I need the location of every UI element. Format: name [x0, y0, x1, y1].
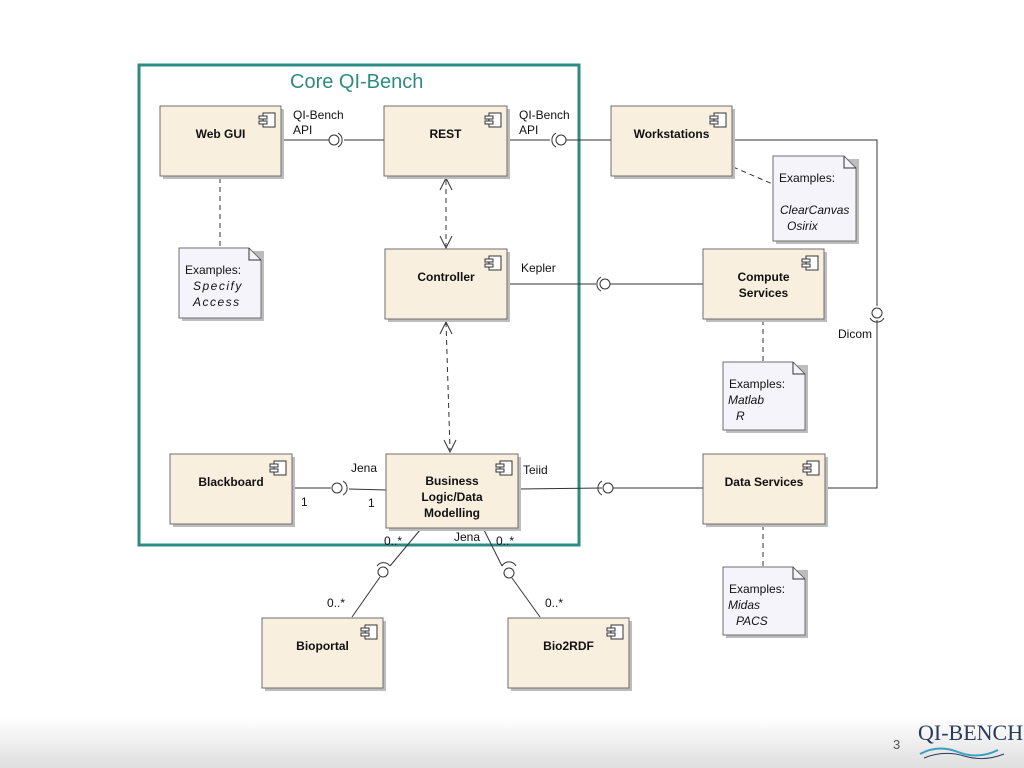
core-qibench-frame [137, 63, 581, 547]
qibench-api-label-2-line2: API [519, 123, 538, 137]
component-icon [360, 624, 378, 640]
webgui-rest-connection [281, 132, 384, 148]
mult-bioportal-bottom: 0..* [327, 596, 345, 610]
component-label: Modelling [424, 506, 480, 520]
kepler-label: Kepler [521, 261, 556, 275]
component-icon [801, 255, 819, 271]
component-label: Bioportal [296, 639, 349, 653]
bioportal-component: Bioportal [261, 617, 386, 691]
architecture-diagram: Core QI-Bench QI-Bench API QI-Bench API … [137, 63, 885, 691]
component-icon [258, 112, 276, 128]
mult-bio2rdf-top: 0..* [496, 534, 514, 548]
logo-wave-icon [919, 747, 1005, 760]
page-number: 3 [893, 737, 901, 752]
component-label: Bio2RDF [543, 639, 594, 653]
note-title: Examples: [729, 377, 785, 391]
component-label: Web GUI [196, 127, 246, 141]
component-label: Controller [417, 270, 475, 284]
mult-bioportal-top: 0..* [384, 534, 402, 548]
component-icon [709, 112, 727, 128]
controller-compute-connection [508, 276, 703, 292]
note-item: Osirix [787, 219, 819, 233]
component-label: Logic/Data [421, 490, 483, 504]
dicom-label: Dicom [838, 327, 872, 341]
controller-component: Controller [384, 248, 510, 322]
component-icon [269, 460, 287, 476]
footer-band [0, 718, 1024, 768]
note-item: ClearCanvas [780, 203, 849, 217]
note-item: Matlab [728, 393, 764, 407]
note-item: R [736, 409, 745, 423]
note-item: Midas [728, 598, 760, 612]
note-title: Examples: [779, 171, 835, 185]
rest-controller-dependency [439, 176, 453, 250]
component-label: Blackboard [198, 475, 263, 489]
controller-business-dependency [439, 320, 457, 454]
qibench-logo: QI-BENCH [918, 720, 1024, 764]
mult-business: 1 [368, 496, 375, 510]
business-bio2rdf-connection [483, 529, 541, 618]
qibench-api-label-2-line1: QI-Bench [519, 108, 570, 122]
business-bioportal-connection [351, 529, 421, 618]
teiid-label: Teiid [523, 463, 548, 477]
workstations-note-anchor [732, 166, 776, 186]
business-data-connection [518, 480, 703, 496]
component-label: REST [429, 127, 462, 141]
core-title: Core QI-Bench [290, 71, 423, 93]
note-item: Specify [193, 279, 243, 293]
component-label: Data Services [725, 475, 804, 489]
logo-text: QI-BENCH [918, 720, 1024, 745]
note-item: Access [192, 295, 241, 309]
jena-left-label: Jena [351, 461, 377, 475]
workstations-component: Workstations [610, 105, 735, 179]
rest-component: REST [383, 105, 510, 179]
component-icon [484, 255, 502, 271]
component-label: Workstations [634, 127, 710, 141]
qibench-api-label-1-line2: API [293, 123, 312, 137]
component-icon [495, 460, 513, 476]
jena-bottom-label: Jena [454, 530, 480, 544]
component-icon [802, 460, 820, 476]
bio2rdf-component: Bio2RDF [507, 617, 632, 691]
component-icon [606, 624, 624, 640]
web-gui-component: Web GUI [159, 105, 284, 179]
note-title: Examples: [185, 263, 241, 277]
component-label: Services [739, 286, 789, 300]
component-label: Business [425, 474, 479, 488]
component-label: Compute [738, 270, 790, 284]
mult-bio2rdf-bottom: 0..* [545, 596, 563, 610]
rest-workstations-connection [508, 132, 611, 148]
component-icon [484, 112, 502, 128]
qibench-api-label-1-line1: QI-Bench [293, 108, 344, 122]
note-title: Examples: [729, 582, 785, 596]
workstations-data-dicom-connection [733, 139, 885, 489]
blackboard-component: Blackboard [169, 453, 295, 527]
data-services-component: Data Services [702, 453, 828, 527]
mult-blackboard: 1 [301, 495, 308, 509]
blackboard-business-connection [292, 480, 387, 496]
note-item: PACS [736, 614, 768, 628]
